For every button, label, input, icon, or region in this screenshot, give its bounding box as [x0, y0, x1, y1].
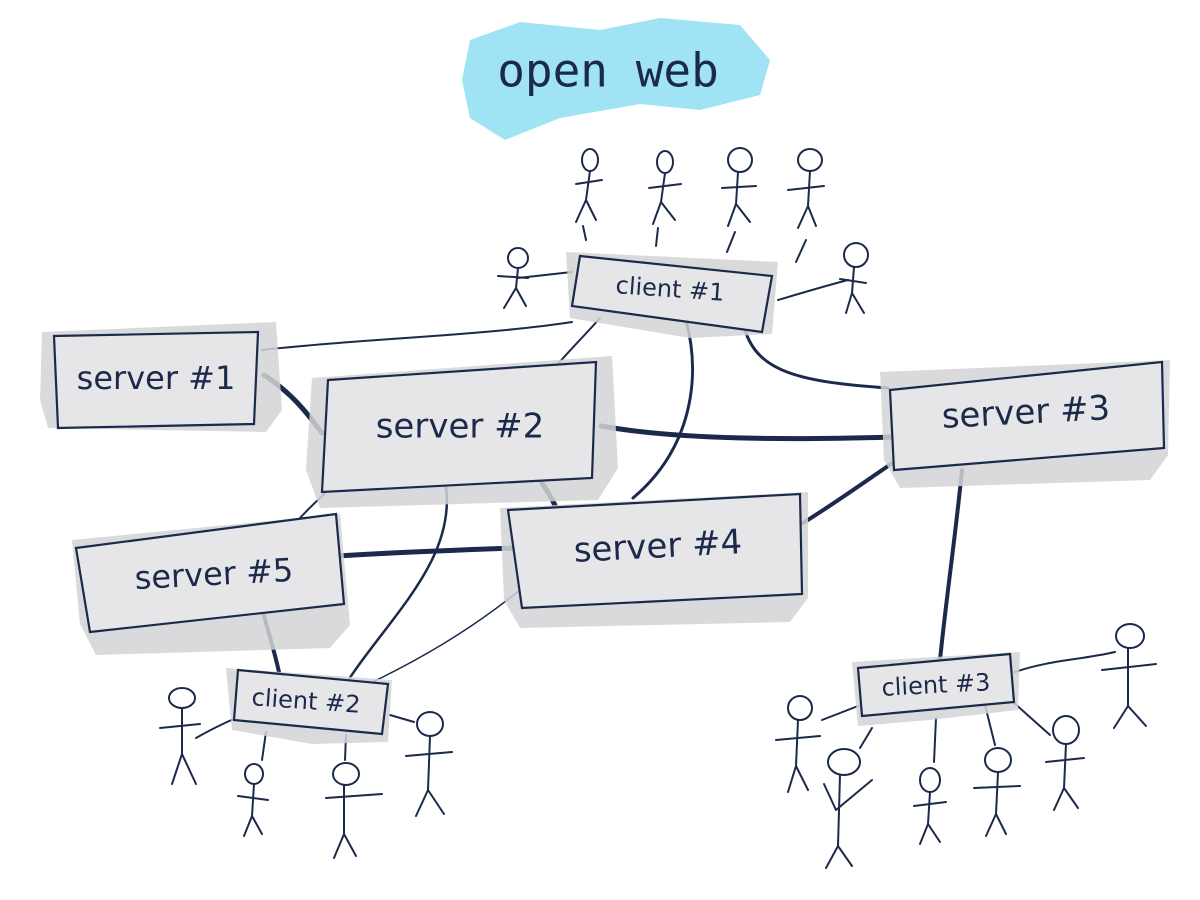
user-figure	[405, 711, 453, 817]
user-line-c2	[195, 714, 415, 761]
server-label: server #1	[77, 359, 236, 397]
link-c1-s2	[557, 317, 601, 365]
client-node-c3[interactable]: client #3	[852, 652, 1020, 726]
client-label: client #3	[881, 668, 991, 702]
user-figure	[721, 147, 757, 227]
server-box	[74, 512, 346, 634]
user-figure	[575, 148, 603, 223]
link-s4-c2	[359, 589, 521, 689]
title-text: open web	[497, 44, 719, 98]
link-c1-s4	[631, 318, 695, 500]
link-s4-s3	[801, 460, 896, 525]
user-line-c1	[517, 225, 849, 301]
server-label: server #4	[573, 522, 743, 571]
user-figure	[497, 247, 529, 309]
user-figure	[823, 748, 873, 869]
user-figure	[1101, 623, 1157, 729]
server-node-s1[interactable]: server #1	[40, 322, 282, 432]
server-box	[506, 492, 804, 610]
user-figure	[973, 747, 1021, 837]
user-figure	[1045, 715, 1085, 811]
server-node-s5[interactable]: server #5	[72, 512, 350, 655]
title-group: open web	[462, 18, 770, 140]
server-label: server #5	[134, 551, 294, 597]
client-box	[856, 652, 1016, 718]
server-node-s2[interactable]: server #2	[306, 356, 618, 508]
user-figure	[913, 767, 947, 845]
link-s5-s4	[335, 545, 519, 559]
client-node-c2[interactable]: client #2	[226, 668, 392, 744]
server-label: server #2	[376, 407, 545, 447]
users	[159, 147, 1157, 869]
link-c1-s1	[261, 321, 573, 351]
client-box	[232, 668, 390, 736]
user-figure	[159, 687, 201, 785]
user-figure	[839, 242, 869, 314]
client-node-c1[interactable]: client #1	[566, 252, 778, 338]
link-s2-s3	[598, 423, 897, 442]
nodes: server #1 server #2 server #3 server #4 …	[40, 252, 1170, 744]
user-figure	[237, 763, 269, 837]
user-line-c3	[821, 651, 1116, 763]
server-box	[320, 360, 598, 494]
title-highlight	[462, 18, 770, 140]
server-label: server #3	[941, 388, 1111, 437]
client-box	[570, 254, 774, 334]
server-node-s3[interactable]: server #3	[880, 360, 1170, 488]
server-node-s4[interactable]: server #4	[500, 492, 808, 628]
link-s3-c3	[938, 468, 964, 662]
link-c1-s3	[743, 328, 890, 390]
user-figure	[787, 148, 825, 229]
user-figure	[775, 695, 821, 793]
server-box	[52, 330, 260, 430]
link-s2-c2	[340, 478, 449, 692]
user-figure	[325, 762, 383, 859]
user-figure	[648, 150, 682, 225]
server-box	[888, 360, 1166, 472]
